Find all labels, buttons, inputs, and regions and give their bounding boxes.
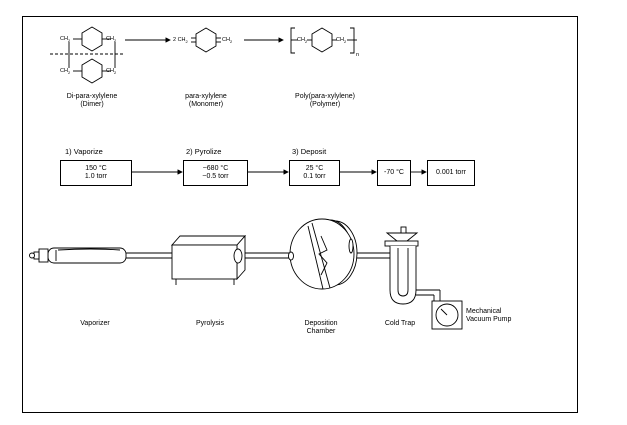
deposition-label-line2: Chamber — [306, 328, 336, 335]
cold-trap-label: Cold Trap — [384, 320, 416, 327]
polymer-sub: (Polymer) — [309, 101, 341, 108]
monomer-caption: para-xylylene (Monomer) — [166, 93, 246, 109]
polymer-ch2-right: CH2 — [336, 37, 347, 45]
dimer-ring-top — [81, 26, 103, 52]
step-deposit-title: 3) Deposit — [292, 147, 327, 156]
step-vaporize-title: 1) Vaporize — [65, 147, 103, 156]
diagram-frame — [22, 16, 578, 413]
pump-label-line2: Vacuum Pump — [466, 316, 512, 323]
deposition-label-line1: Deposition — [304, 320, 338, 327]
pump-label-line1: Mechanical — [466, 308, 502, 315]
polymer-subscript-n: n — [356, 52, 360, 58]
monomer-ch2-left: 2 CH2 — [173, 37, 188, 45]
step-deposit-box: 25 °C 0.1 torr — [289, 160, 340, 186]
pyrolysis-label: Pyrolysis — [195, 320, 224, 327]
step-vaporize-pressure: 1.0 torr — [84, 173, 108, 180]
polymer-ch2-left: CH2 — [297, 37, 308, 45]
monomer-sub: (Monomer) — [188, 101, 224, 108]
step-deposit-pressure: 0.1 torr — [303, 173, 326, 180]
cold-trap-temp-box: -70 °C — [377, 160, 411, 186]
pyrolysis-furnace — [170, 234, 247, 285]
polymer-bracket-right — [350, 27, 355, 54]
dimer-structure — [50, 26, 125, 84]
dimer-sub: (Dimer) — [80, 101, 104, 108]
vaporizer-apparatus — [29, 247, 127, 264]
pump-pressure: 0.001 torr — [436, 168, 466, 176]
polymer-caption: Poly(para-xylylene) (Polymer) — [280, 93, 370, 109]
dimer-caption: Di-para-xylylene (Dimer) — [52, 93, 132, 109]
step-deposit-temp: 25 °C — [305, 164, 324, 172]
monomer-structure — [191, 27, 221, 53]
cold-trap-apparatus — [384, 226, 441, 305]
deposition-chamber — [288, 218, 358, 290]
polymer-name: Poly(para-xylylene) — [295, 93, 355, 100]
step-vaporize-box: 150 °C 1.0 torr — [60, 160, 132, 186]
monomer-ch2-right: CH2 — [222, 37, 233, 45]
vaporizer-label: Vaporizer — [80, 320, 110, 327]
dimer-ch2-bottom-left: CH2 — [60, 68, 71, 76]
dimer-ch2-bottom-right: CH2 — [106, 68, 117, 76]
polymer-structure — [290, 27, 357, 54]
monomer-name: para-xylylene — [185, 93, 227, 100]
polymer-bracket-left — [290, 27, 295, 54]
main-tube — [110, 252, 402, 259]
step-pyrolize-box: ~680 °C ~0.5 torr — [183, 160, 248, 186]
dimer-ch2-top-right: CH2 — [106, 36, 117, 44]
step-pyrolize-pressure: ~0.5 torr — [202, 173, 229, 180]
vacuum-pump-label: Mechanical Vacuum Pump — [466, 308, 526, 324]
vacuum-pump — [431, 300, 463, 330]
dimer-ring-bottom — [81, 58, 103, 84]
pump-pressure-box: 0.001 torr — [427, 160, 475, 186]
dimer-ch2-top-left: CH2 — [60, 36, 71, 44]
dimer-name: Di-para-xylylene — [66, 93, 118, 100]
cold-trap-temp: -70 °C — [384, 168, 404, 176]
step-pyrolize-temp: ~680 °C — [202, 164, 229, 172]
step-pyrolize-title: 2) Pyrolize — [186, 147, 222, 156]
step-vaporize-temp: 150 °C — [85, 164, 107, 172]
deposition-chamber-label: Deposition Chamber — [286, 320, 356, 336]
